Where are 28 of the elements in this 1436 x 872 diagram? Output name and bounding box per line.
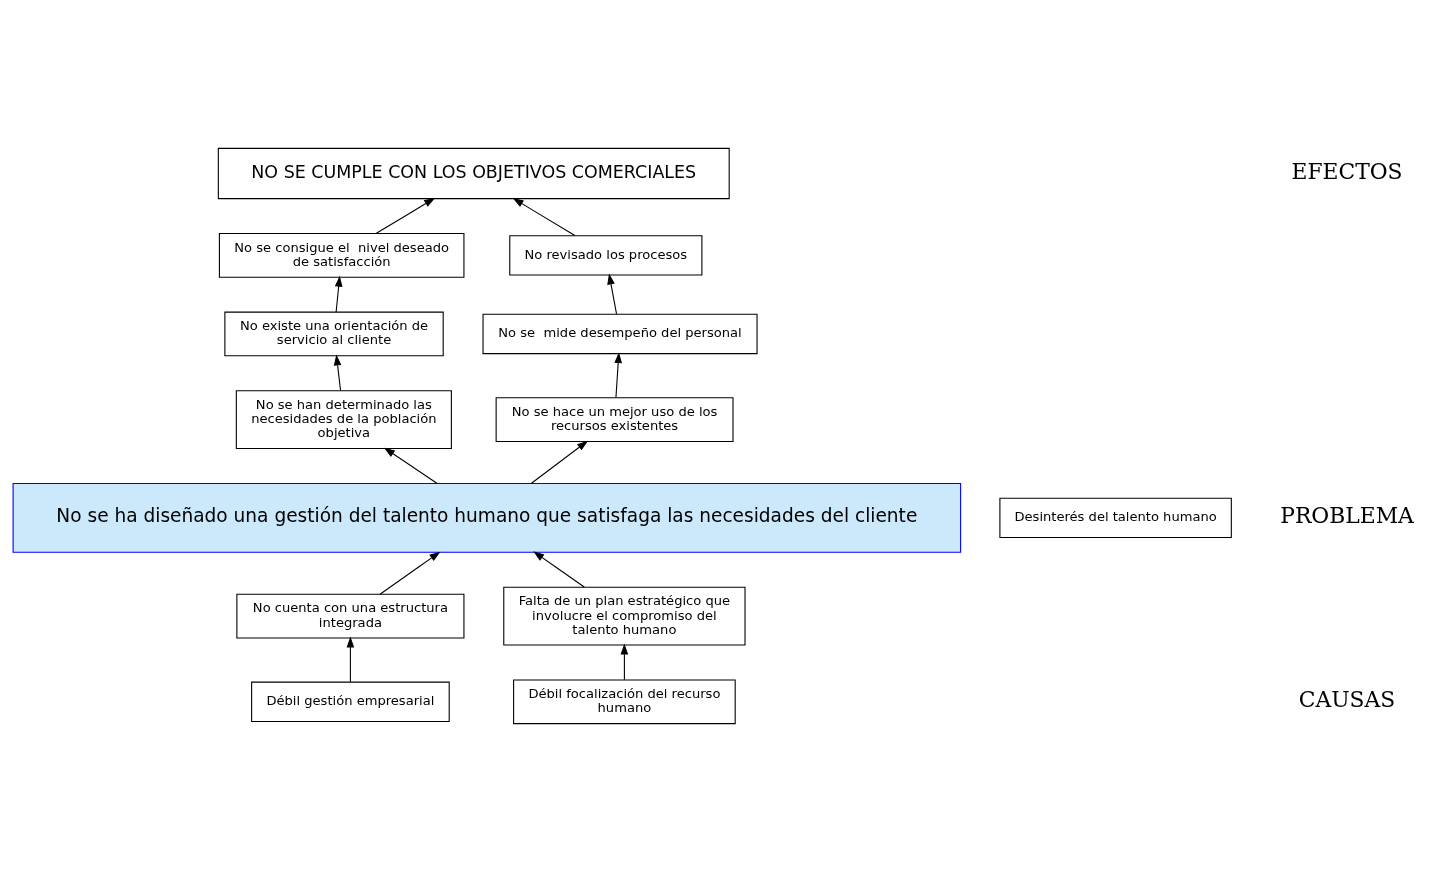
node-box: Desinterés del talento humano xyxy=(999,497,1232,539)
node-box: No revisado los procesos xyxy=(509,235,703,276)
arrow xyxy=(614,352,623,398)
arrow xyxy=(620,643,629,681)
label: EFECTOS xyxy=(1291,158,1403,184)
node-box: No existe una orientación de servicio al cliente xyxy=(224,311,444,357)
node-box: Débil focalización del recurso humano xyxy=(513,679,736,725)
arrow xyxy=(512,198,576,237)
node-box: No cuenta con una estructura integrada xyxy=(236,593,465,639)
arrow xyxy=(334,275,343,313)
node-box: No se han determinado las necesidades de la población objetiva xyxy=(235,390,452,450)
arrow xyxy=(346,636,355,683)
node-box: No se hace un mejor uso de los recursos existentes xyxy=(495,397,734,442)
node-box: Débil gestión empresarial xyxy=(251,681,450,722)
arrow xyxy=(607,273,618,315)
arrow xyxy=(533,551,585,588)
node-box: No se consigue el nivel deseado de satisfacción xyxy=(218,232,465,278)
node-box: NO SE CUMPLE CON LOS OBJETIVOS COMERCIALES xyxy=(217,147,730,200)
arrow xyxy=(530,440,588,484)
label: PROBLEMA xyxy=(1280,503,1414,529)
node-box: No se ha diseñado una gestión del talento humano que satisfaga las necesidades del cliente xyxy=(12,482,962,553)
label: CAUSAS xyxy=(1298,687,1396,713)
arrow xyxy=(333,354,342,391)
node-box: No se mide desempeño del personal xyxy=(482,313,758,355)
arrow xyxy=(383,447,438,484)
arrow xyxy=(375,197,436,234)
arrow xyxy=(379,551,441,595)
node-box: Falta de un plan estratégico que involucre el compromiso del talento humano xyxy=(503,586,746,646)
